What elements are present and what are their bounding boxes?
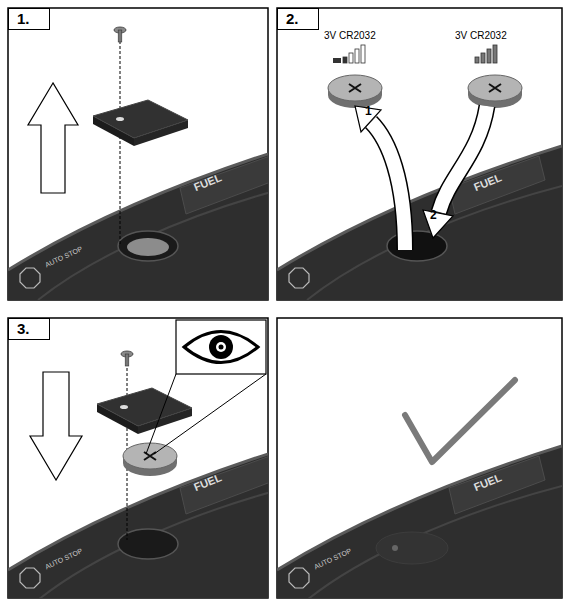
battery-low-icon bbox=[355, 49, 359, 63]
step-panel bbox=[121, 351, 133, 366]
battery-full-icon bbox=[487, 49, 491, 63]
step-panel bbox=[8, 318, 293, 600]
insertion-arrow bbox=[439, 106, 487, 212]
battery-low-icon bbox=[343, 57, 347, 63]
battery-full-icon bbox=[475, 57, 479, 63]
battery-full-icon bbox=[481, 53, 485, 63]
step-panel bbox=[277, 8, 562, 300]
battery-full-icon bbox=[493, 45, 497, 63]
step-panel bbox=[387, 231, 447, 261]
step-panel bbox=[468, 75, 522, 108]
removal-arrow bbox=[371, 122, 405, 250]
step-panel bbox=[376, 532, 448, 564]
battery-type: 3V CR2032 bbox=[324, 30, 376, 41]
insertion-arrow bbox=[439, 106, 487, 212]
step-panel bbox=[277, 8, 562, 300]
step-panel bbox=[123, 443, 177, 476]
step-number: 2. bbox=[286, 10, 299, 27]
step-panel bbox=[277, 446, 562, 598]
insertion-arrow bbox=[423, 210, 453, 238]
battery-full-icon bbox=[475, 45, 497, 63]
step-panel bbox=[277, 146, 562, 300]
step-panel bbox=[8, 8, 293, 300]
removal-arrow bbox=[371, 122, 405, 250]
inspect-callout bbox=[184, 332, 258, 363]
step-panel bbox=[120, 36, 121, 244]
callout-number: 2 bbox=[430, 208, 437, 222]
step-panel bbox=[392, 545, 398, 551]
removal-arrow bbox=[355, 106, 405, 250]
step-panel bbox=[93, 100, 188, 146]
step-panel bbox=[114, 27, 126, 42]
step-panel bbox=[127, 238, 169, 256]
inspect-callout bbox=[154, 374, 266, 454]
battery-low-icon bbox=[333, 58, 341, 63]
step-number: 1. bbox=[17, 10, 30, 27]
insertion-arrow bbox=[423, 106, 487, 238]
step-number-box: 2. bbox=[277, 8, 319, 30]
step-panel bbox=[277, 446, 562, 598]
step-panel bbox=[97, 388, 192, 434]
inspect-callout bbox=[219, 345, 224, 350]
callout-number: 1 bbox=[365, 104, 372, 118]
battery-type: 3V CR2032 bbox=[455, 30, 507, 41]
inspect-callout bbox=[209, 335, 233, 359]
battery-low-icon bbox=[349, 53, 353, 63]
step-panel bbox=[277, 318, 562, 600]
step-panel bbox=[277, 146, 562, 300]
step-number: 3. bbox=[17, 320, 30, 337]
step-number-box: 3. bbox=[8, 318, 50, 340]
check-mark bbox=[405, 380, 515, 462]
step-number-box: 1. bbox=[8, 8, 50, 30]
inspect-callout bbox=[216, 342, 226, 352]
inspect-callout bbox=[146, 320, 266, 454]
step-panel bbox=[328, 75, 382, 108]
step-panel bbox=[118, 231, 178, 261]
step-panel bbox=[30, 372, 82, 480]
battery-low-icon bbox=[333, 45, 365, 63]
step-panel bbox=[28, 83, 78, 193]
battery-low-icon bbox=[361, 45, 365, 63]
inspect-callout bbox=[176, 320, 266, 374]
